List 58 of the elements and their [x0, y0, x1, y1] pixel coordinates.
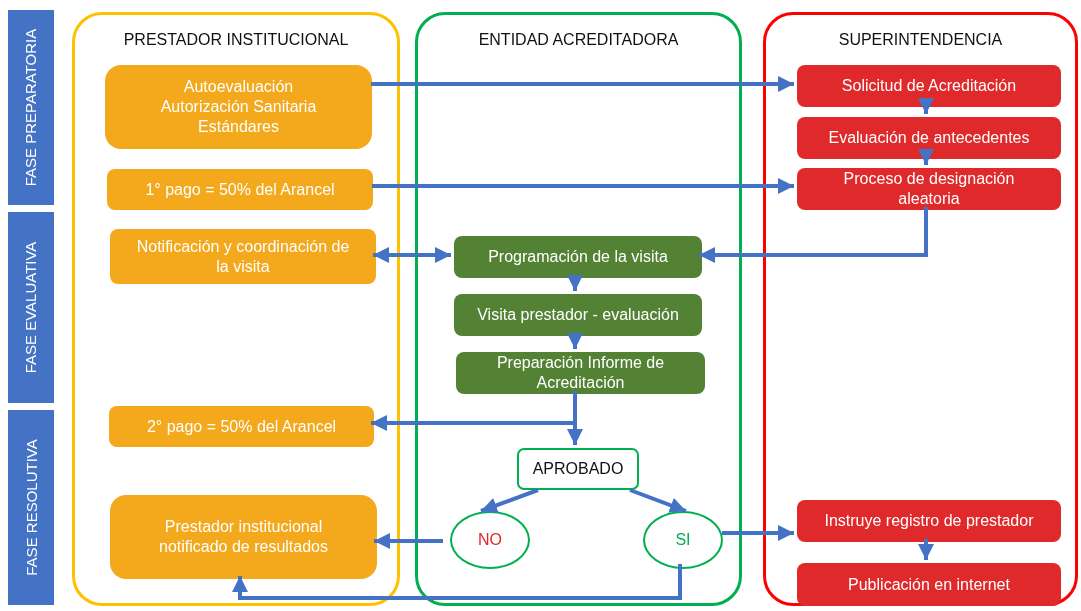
step-text: Proceso de designación aleatoria	[842, 169, 1016, 209]
process-box	[109, 406, 374, 447]
process-box	[454, 294, 702, 336]
process-box	[797, 168, 1061, 210]
arrow	[372, 178, 794, 194]
step-text: Estándares	[198, 117, 279, 137]
process-box	[456, 352, 705, 394]
lane-heading: PRESTADOR INSTITUCIONAL	[122, 31, 350, 49]
step-text: Preparación Informe de Acreditación	[495, 353, 666, 393]
step-text: 2° pago = 50% del Arancel	[146, 416, 337, 437]
process-box	[454, 236, 702, 278]
phase-label: FASE EVALUATIVA	[22, 241, 40, 374]
phase-band	[8, 212, 54, 403]
swimlane	[763, 12, 1078, 606]
process-box	[797, 500, 1061, 542]
lane-heading: SUPERINTENDENCIA	[837, 31, 1004, 49]
step-text: Visita prestador - evaluación	[477, 305, 679, 325]
step-text: Notificación y coordinación de la visita	[135, 236, 351, 277]
swimlane	[72, 12, 400, 606]
process-box	[797, 65, 1061, 107]
arrow	[373, 247, 451, 263]
step-text: Solicitud de Acreditación	[841, 76, 1017, 96]
process-box	[797, 117, 1061, 159]
step-text: Prestador institucional notificado de resultados	[158, 517, 329, 557]
phase-band	[8, 10, 54, 205]
arrow	[567, 275, 583, 291]
process-box	[105, 65, 372, 149]
arrow	[374, 533, 443, 549]
swimlane	[415, 12, 742, 606]
arrow	[722, 525, 794, 541]
step-text: Autoevaluación	[183, 77, 294, 97]
outcome-text: SI	[675, 531, 691, 549]
arrow	[232, 564, 682, 600]
decision-box	[517, 448, 639, 490]
step-text: 1° pago = 50% del Arancel	[145, 179, 335, 200]
arrow	[918, 539, 934, 560]
arrow	[918, 149, 934, 165]
step-text: Instruye registro de prestador	[824, 511, 1034, 531]
lane-heading: ENTIDAD ACREDITADORA	[477, 31, 680, 49]
step-text: Programación de la visita	[488, 247, 668, 267]
outcome-text: NO	[478, 531, 502, 549]
step-text: Evaluación de antecedentes	[828, 128, 1030, 148]
process-box	[797, 563, 1061, 606]
step-text: Publicación en internet	[848, 574, 1010, 595]
arrow	[629, 488, 687, 513]
arrow	[480, 488, 539, 513]
process-box	[107, 169, 373, 210]
arrow	[918, 98, 934, 114]
phase-band	[8, 410, 54, 605]
arrow	[371, 76, 794, 92]
phase-label: FASE PREPARATORIA	[22, 28, 40, 187]
arrow	[567, 333, 583, 349]
process-box	[110, 495, 377, 579]
step-text: Autorización Sanitaria	[160, 97, 317, 117]
decision-text: APROBADO	[532, 460, 624, 478]
arrow	[699, 207, 928, 263]
phase-label: FASE RESOLUTIVA	[22, 439, 40, 576]
process-box	[110, 229, 376, 284]
